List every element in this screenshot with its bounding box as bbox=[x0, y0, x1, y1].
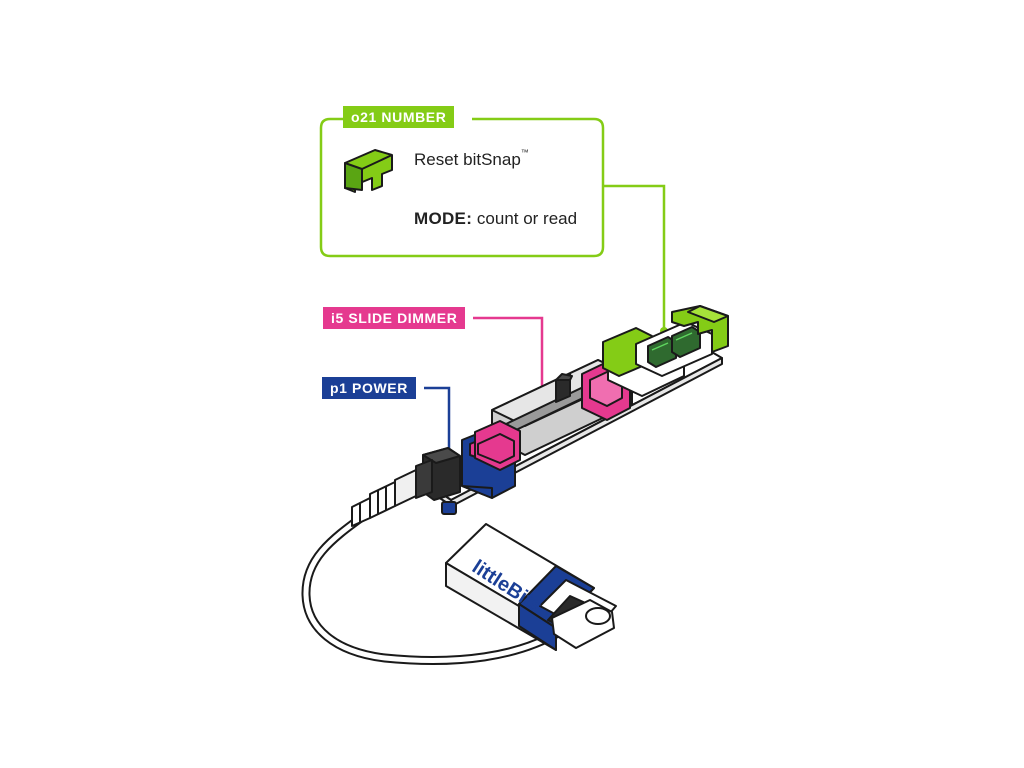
mode-text: MODE: count or read bbox=[414, 209, 577, 229]
trademark-mark: ™ bbox=[520, 148, 529, 157]
bitsnap-icon bbox=[344, 149, 393, 193]
reset-bitsnap-label: Reset bitSnap bbox=[414, 150, 521, 169]
mode-value: count or read bbox=[476, 209, 578, 228]
dimmer-module-label: i5 SLIDE DIMMER bbox=[323, 307, 466, 329]
battery bbox=[445, 523, 617, 651]
reset-bitsnap-text: Reset bitSnap™ bbox=[414, 148, 529, 170]
power-module-label: p1 POWER bbox=[322, 377, 416, 399]
number-module-label: o21 NUMBER bbox=[343, 106, 455, 128]
number-module bbox=[602, 305, 729, 397]
mode-key: MODE: bbox=[414, 209, 473, 228]
